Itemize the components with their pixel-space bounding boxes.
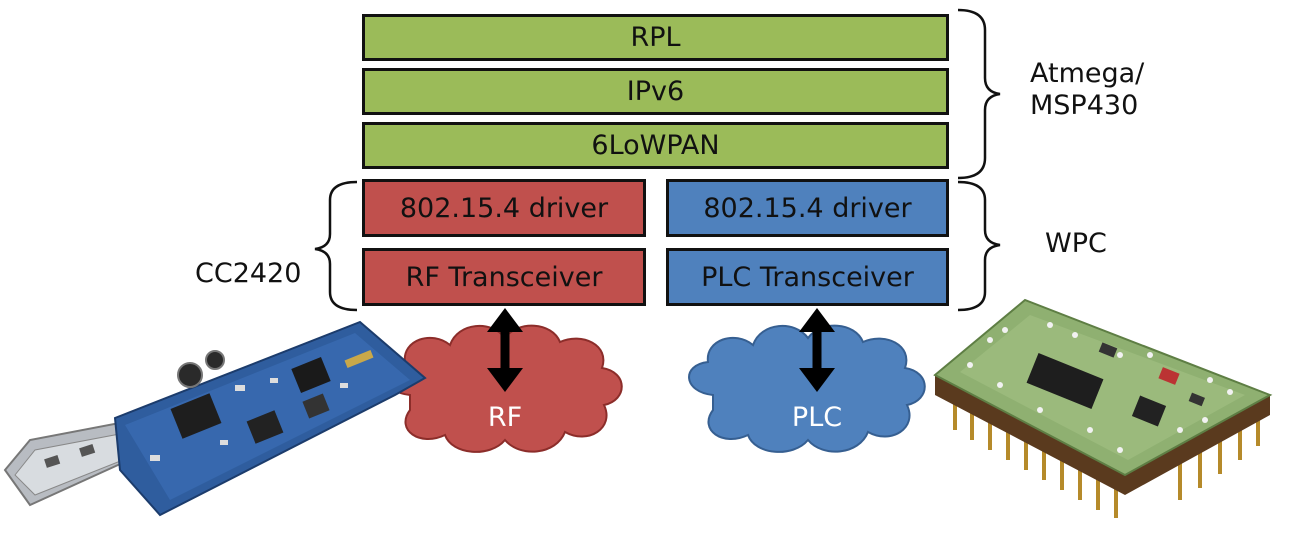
plc-module-photo bbox=[933, 298, 1273, 518]
rf-link-arrow bbox=[487, 308, 523, 392]
plc-transceiver-layer: PLC Transceiver bbox=[666, 248, 949, 306]
plc-driver-layer: 802.15.4 driver bbox=[666, 179, 949, 237]
layer-ipv6: IPv6 bbox=[362, 68, 949, 115]
cc2420-brace bbox=[314, 180, 358, 312]
plc-cloud bbox=[688, 324, 926, 453]
wpc-label: WPC bbox=[1045, 228, 1107, 259]
mcu-label: Atmega/ MSP430 bbox=[1030, 58, 1190, 123]
mcu-label-line1: Atmega/ bbox=[1030, 58, 1145, 89]
wpc-brace bbox=[957, 180, 1001, 312]
plc-link-arrow bbox=[799, 308, 835, 392]
layer-6lowpan: 6LoWPAN bbox=[362, 122, 949, 169]
rf-transceiver-layer: RF Transceiver bbox=[362, 248, 646, 306]
rf-cloud-label: RF bbox=[487, 402, 523, 433]
usb-radio-board-photo bbox=[3, 320, 427, 517]
cc2420-label: CC2420 bbox=[195, 258, 302, 289]
mcu-brace bbox=[957, 8, 1001, 180]
rf-driver-layer: 802.15.4 driver bbox=[362, 179, 646, 237]
mcu-label-line2: MSP430 bbox=[1030, 90, 1139, 122]
layer-rpl: RPL bbox=[362, 14, 949, 61]
plc-cloud-label: PLC bbox=[791, 402, 843, 433]
